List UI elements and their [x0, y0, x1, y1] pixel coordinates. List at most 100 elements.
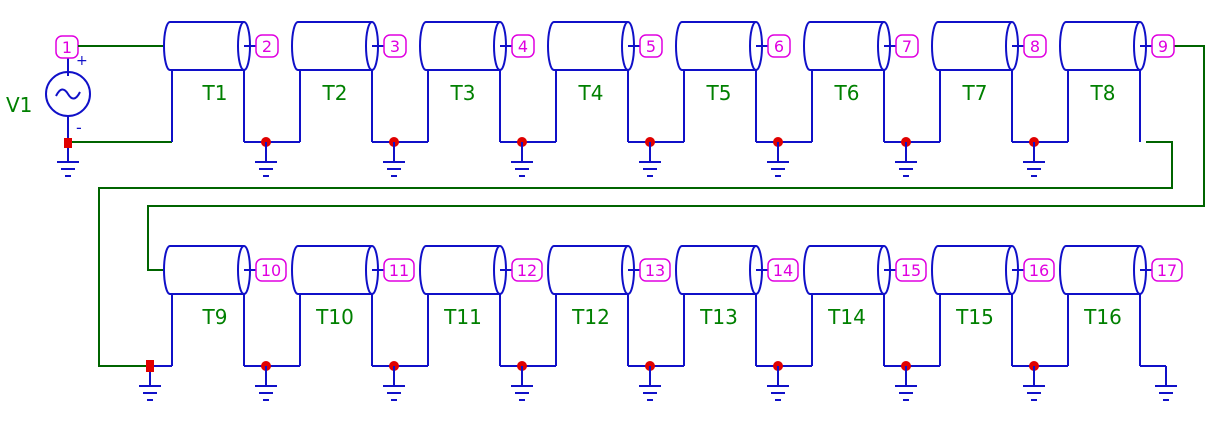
cylinder-end [877, 245, 885, 295]
node-marker-1[interactable]: 1 [55, 35, 79, 59]
node-marker-10[interactable]: 10 [255, 258, 287, 282]
tline-t10[interactable]: T10 11 [291, 245, 428, 401]
node-marker-4[interactable]: 4 [511, 34, 535, 58]
node-marker-7[interactable]: 7 [895, 34, 919, 58]
tline-t6[interactable]: T6 7 [803, 21, 940, 177]
node-marker-15[interactable]: 15 [895, 258, 927, 282]
cylinder-end [237, 21, 245, 71]
tline-t8[interactable]: T8 9 [1059, 21, 1175, 142]
tline-t16[interactable]: T16 17 [1059, 245, 1183, 401]
source-plus-sign: + [76, 53, 88, 69]
tline-label: T4 [578, 81, 604, 105]
node-marker-12[interactable]: 12 [511, 258, 543, 282]
node-box [255, 258, 287, 282]
tline-t12[interactable]: T12 13 [547, 245, 684, 401]
ground-icon [895, 137, 917, 177]
voltage-source-v1[interactable]: + - V1 [6, 53, 91, 142]
tline-t2[interactable]: T2 3 [291, 21, 428, 177]
node-box [767, 34, 791, 58]
cylinder-end [1133, 21, 1141, 71]
node-label: 9 [1158, 37, 1168, 56]
node-box [639, 34, 663, 58]
ground-icon [139, 360, 172, 401]
tline-t7[interactable]: T78 [931, 21, 1068, 177]
ground-icon [1023, 137, 1045, 177]
tline-label: T12 [571, 305, 610, 329]
node-box [383, 258, 415, 282]
cylinder-end [237, 245, 245, 295]
node-box [511, 258, 543, 282]
ground-icon [639, 137, 661, 177]
tline-label: T13 [699, 305, 738, 329]
node-marker-17[interactable]: 17 [1151, 258, 1183, 282]
node-box [1151, 258, 1183, 282]
tline-label: T11 [443, 305, 482, 329]
tline-label: T8 [1090, 81, 1116, 105]
node-label: 7 [902, 37, 912, 56]
source-label: V1 [6, 93, 32, 117]
ground-icon [511, 137, 533, 177]
node-marker-11[interactable]: 11 [383, 258, 415, 282]
tline-label: T16 [1083, 305, 1122, 329]
node-marker-9[interactable]: 9 [1151, 34, 1175, 58]
tline-t5[interactable]: T5 6 [675, 21, 812, 177]
cylinder-end [621, 21, 629, 71]
ground-icon [1023, 361, 1045, 401]
ground-icon [255, 361, 277, 401]
tline-label: T3 [450, 81, 476, 105]
tline-t13[interactable]: T13 14 [675, 245, 812, 401]
wire-row-link-return [98, 141, 1173, 367]
node-box [383, 34, 407, 58]
tline-t1[interactable]: T1 2 [163, 21, 300, 177]
ground-icon [767, 137, 789, 177]
node-box [895, 258, 927, 282]
node-box [895, 34, 919, 58]
node-label: 8 [1030, 37, 1040, 56]
tline-label: T6 [834, 81, 860, 105]
row-1-lines: T1 2T2 3T3 4T4 5T5 6T6 7 T78 T8 9 [163, 21, 1175, 177]
tline-t4[interactable]: T4 5 [547, 21, 684, 177]
tline-t3[interactable]: T3 4 [419, 21, 556, 177]
tline-label: T10 [315, 305, 354, 329]
node-box [767, 258, 799, 282]
node-marker-16[interactable]: 16 [1023, 258, 1055, 282]
node-label: 1 [62, 38, 72, 57]
tline-label: T1 [202, 81, 228, 105]
node-box [1151, 34, 1175, 58]
node-label: 11 [389, 261, 409, 280]
cylinder-end [749, 21, 757, 71]
node-box [1023, 34, 1047, 58]
wire-row-link-signal [147, 45, 1205, 271]
ground-icon [511, 361, 533, 401]
ground-icon [895, 361, 917, 401]
node-marker-2[interactable]: 2 [255, 34, 279, 58]
node-marker-8[interactable]: 8 [1023, 34, 1047, 58]
tline-label: T5 [706, 81, 732, 105]
ground-icon [255, 137, 277, 177]
cylinder-end [365, 21, 373, 71]
ground-icon [639, 361, 661, 401]
tline-label: T9 [202, 305, 228, 329]
node-box [255, 34, 279, 58]
node-label: 3 [390, 37, 400, 56]
node-label: 4 [518, 37, 528, 56]
node-marker-14[interactable]: 14 [767, 258, 799, 282]
node-marker-5[interactable]: 5 [639, 34, 663, 58]
node-label: 14 [773, 261, 793, 280]
node-label: 2 [262, 37, 272, 56]
node-marker-13[interactable]: 13 [639, 258, 671, 282]
node-marker-6[interactable]: 6 [767, 34, 791, 58]
tline-label: T2 [322, 81, 348, 105]
tline-t9[interactable]: T9 10 [163, 245, 300, 401]
node-label: 13 [645, 261, 665, 280]
node-label: 6 [774, 37, 784, 56]
tline-t11[interactable]: T11 12 [419, 245, 556, 401]
ground-icon [767, 361, 789, 401]
cylinder-end [749, 245, 757, 295]
source-minus-sign: - [76, 118, 82, 137]
node-marker-3[interactable]: 3 [383, 34, 407, 58]
